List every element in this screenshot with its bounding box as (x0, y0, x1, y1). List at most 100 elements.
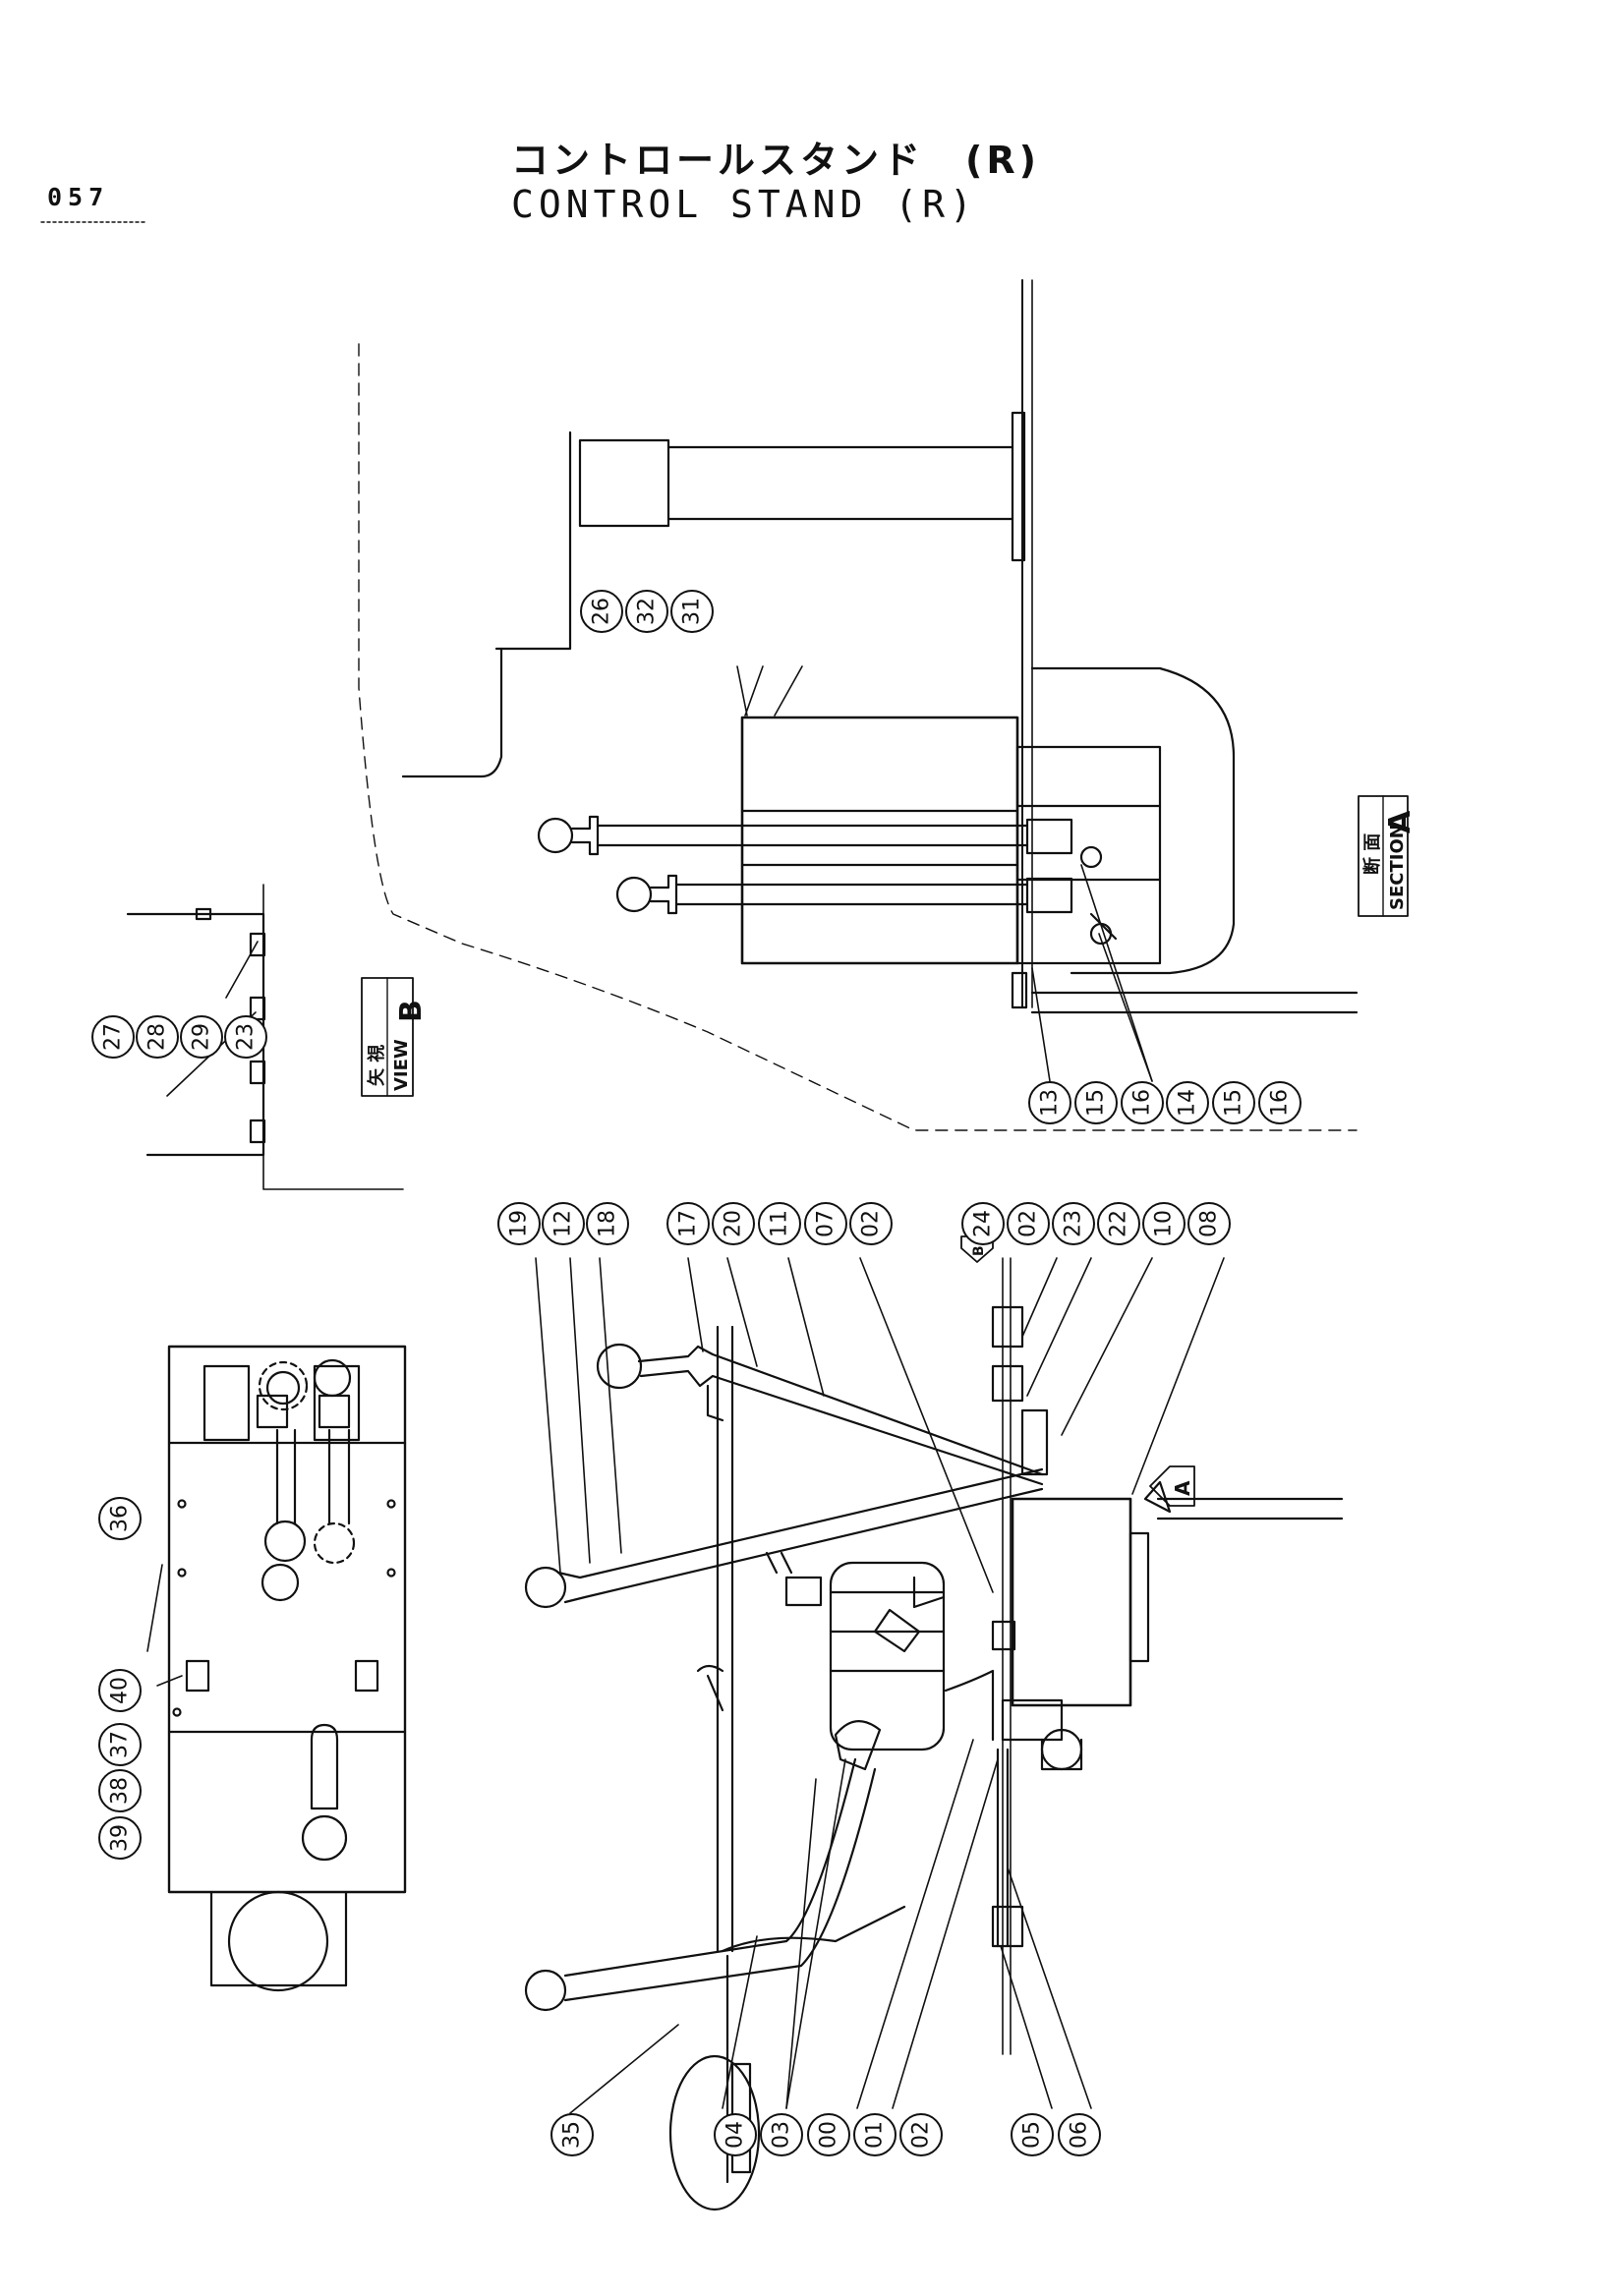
callout-circle (98, 1769, 142, 1812)
callout-circle (1142, 1202, 1186, 1245)
callout-circle (224, 1015, 267, 1059)
callout-number: 23 (234, 1023, 259, 1051)
callout-circle (91, 1015, 135, 1059)
callout-number: 01 (863, 2121, 888, 2149)
callout-number: 03 (770, 2121, 794, 2149)
callout-circle (98, 1723, 142, 1766)
callout-circle (497, 1202, 541, 1245)
callout-circle (758, 1202, 801, 1245)
callout-circle (1007, 1202, 1050, 1245)
callout-number: 40 (108, 1677, 133, 1704)
callout-number: 16 (1268, 1089, 1293, 1117)
callout-number: 24 (971, 1210, 996, 1237)
callout-circle (666, 1202, 710, 1245)
callout-circle (1074, 1081, 1118, 1124)
view-b-label: 矢 視 VIEW B (361, 977, 429, 1097)
callout-number: 10 (1152, 1210, 1177, 1237)
callout-leaders (146, 665, 1225, 2114)
callout-number: 12 (551, 1210, 576, 1237)
view-b-en-text: VIEW (391, 1039, 412, 1091)
section-a-en-text: SECTION (1387, 824, 1408, 910)
callout-circle (98, 1497, 142, 1540)
callout-circle (1052, 1202, 1095, 1245)
callout-number: 02 (1016, 1210, 1041, 1237)
callout-circle (98, 1816, 142, 1860)
callout-number: 11 (768, 1210, 792, 1237)
callout-number: 00 (817, 2121, 841, 2149)
callout-circle (807, 2113, 850, 2156)
view-b-arrow-letter: B (971, 1245, 987, 1256)
callout-circle (670, 590, 714, 633)
callout-number: 06 (1068, 2121, 1092, 2149)
callout-circle (625, 590, 668, 633)
callout-circle (1166, 1081, 1209, 1124)
callout-circle (550, 2113, 594, 2156)
callout-number: 15 (1222, 1089, 1246, 1117)
view-b-letter: B (394, 1000, 429, 1022)
callout-number: 18 (596, 1210, 620, 1237)
title-japanese: コントロールスタンド (R) (511, 139, 1040, 182)
section-a-arrow-letter: A (1171, 1480, 1194, 1496)
callout-number: 39 (108, 1824, 133, 1852)
callout-number: 26 (590, 598, 614, 625)
callout-number: 19 (507, 1210, 532, 1237)
callout-number: 22 (1107, 1210, 1131, 1237)
callout-number: 05 (1020, 2121, 1045, 2149)
callout-circle (180, 1015, 223, 1059)
plan-view (167, 1345, 407, 1992)
title-english: CONTROL STAND (R) (511, 183, 977, 226)
callout-number: 08 (1197, 1210, 1222, 1237)
callout-circle (712, 1202, 755, 1245)
callout-number: 16 (1130, 1089, 1155, 1117)
callout-circle (961, 1202, 1005, 1245)
section-a-label: 断 面 SECTION A (1358, 795, 1418, 917)
section-a-arrow: A (1149, 1465, 1195, 1507)
callout-number: 15 (1084, 1089, 1109, 1117)
callout-number: 20 (722, 1210, 746, 1237)
callout-number: 36 (108, 1505, 133, 1532)
callout-number: 27 (101, 1023, 126, 1051)
callout-circle (1258, 1081, 1302, 1124)
callout-number: 13 (1038, 1089, 1063, 1117)
view-b-view (126, 884, 404, 1190)
callout-circle (1097, 1202, 1140, 1245)
callout-number: 02 (859, 1210, 884, 1237)
callout-circle (542, 1202, 585, 1245)
callout-circle (580, 590, 623, 633)
callout-circle (1212, 1081, 1255, 1124)
callout-number: 38 (108, 1777, 133, 1805)
callout-circle (1058, 2113, 1101, 2156)
callout-circle (760, 2113, 803, 2156)
callout-number: 23 (1062, 1210, 1086, 1237)
callout-circle (853, 2113, 897, 2156)
callout-number: 07 (814, 1210, 839, 1237)
callout-circle (849, 1202, 893, 1245)
section-a-jp-text: 断 面 (1361, 833, 1383, 875)
callout-circle (586, 1202, 629, 1245)
section-a-view (358, 279, 1359, 1131)
callout-number: 37 (108, 1731, 133, 1758)
callout-circle (136, 1015, 179, 1059)
callout-number: 17 (676, 1210, 701, 1237)
callout-circle (714, 2113, 757, 2156)
callout-circle (804, 1202, 847, 1245)
callout-circle (899, 2113, 943, 2156)
callout-number: 04 (723, 2121, 748, 2149)
callout-circle (1011, 2113, 1054, 2156)
callout-number: 32 (635, 598, 660, 625)
callout-number: 31 (680, 598, 705, 625)
page-number: 057 (47, 183, 110, 211)
section-a-letter: A (1383, 810, 1418, 833)
callout-circle (1028, 1081, 1071, 1124)
main-side-view (524, 1257, 1344, 2211)
callout-circle (98, 1669, 142, 1712)
callout-number: 02 (909, 2121, 934, 2149)
callout-number: 29 (190, 1023, 214, 1051)
view-b-jp-text: 矢 視 (366, 1045, 387, 1086)
callout-circle (1121, 1081, 1164, 1124)
callout-circle (1187, 1202, 1231, 1245)
callout-number: 35 (560, 2121, 585, 2149)
